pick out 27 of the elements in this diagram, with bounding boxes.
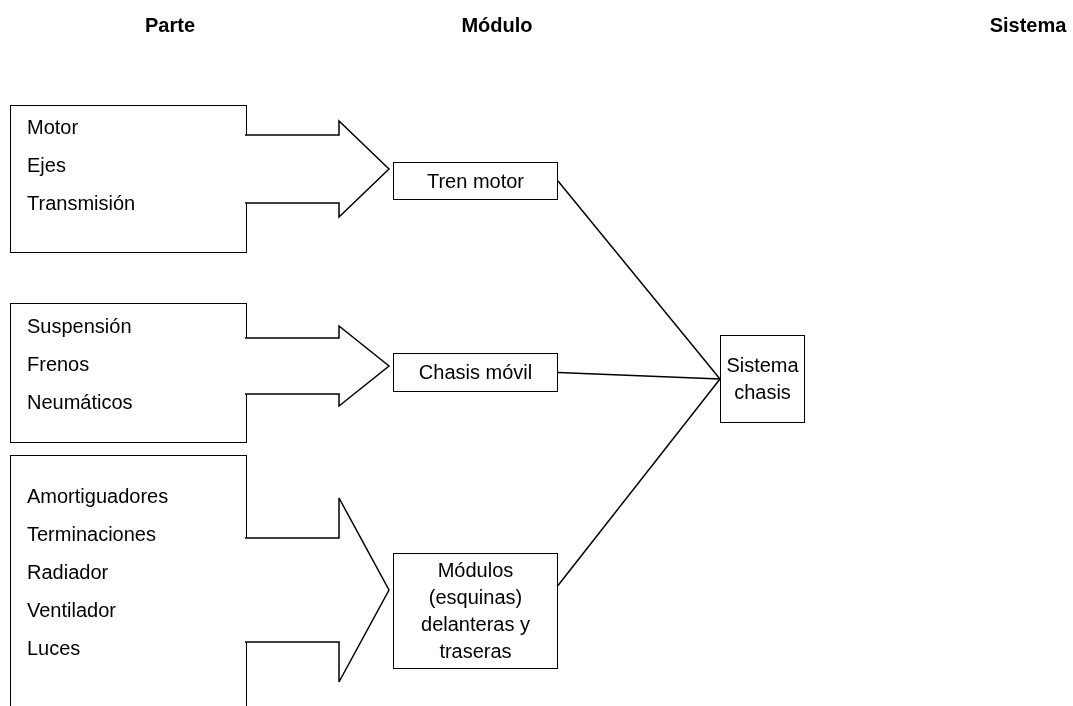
connector-line — [557, 180, 721, 380]
parts-list-box — [10, 303, 247, 443]
parts-list-box — [10, 105, 247, 253]
process-box: Módulos (esquinas) delanteras y traseras — [393, 553, 558, 669]
column-heading: Módulo — [461, 14, 533, 37]
process-box: Chasis móvil — [393, 353, 558, 392]
column-heading: Sistema — [989, 14, 1067, 37]
block-arrow — [244, 497, 390, 683]
process-box: Tren motor — [393, 162, 558, 200]
part-name: Transmisión — [27, 191, 137, 216]
connector-line — [557, 371, 721, 380]
block-arrow — [244, 119, 391, 219]
part-name: Luces — [27, 636, 82, 661]
part-name: Amortiguadores — [27, 484, 170, 509]
part-name: Neumáticos — [27, 390, 134, 415]
block-arrow — [244, 324, 391, 408]
part-name: Frenos — [27, 352, 91, 377]
column-heading: Parte — [145, 14, 195, 37]
parts-list-box — [10, 455, 247, 706]
part-name: Radiador — [27, 560, 110, 585]
part-name: Terminaciones — [27, 522, 157, 547]
part-name: Ventilador — [27, 598, 117, 623]
part-name: Motor — [27, 115, 80, 140]
process-box: Sistema chasis — [720, 335, 805, 423]
part-name: Suspensión — [27, 314, 133, 339]
connector-line — [557, 378, 721, 587]
part-name: Ejes — [27, 153, 67, 178]
